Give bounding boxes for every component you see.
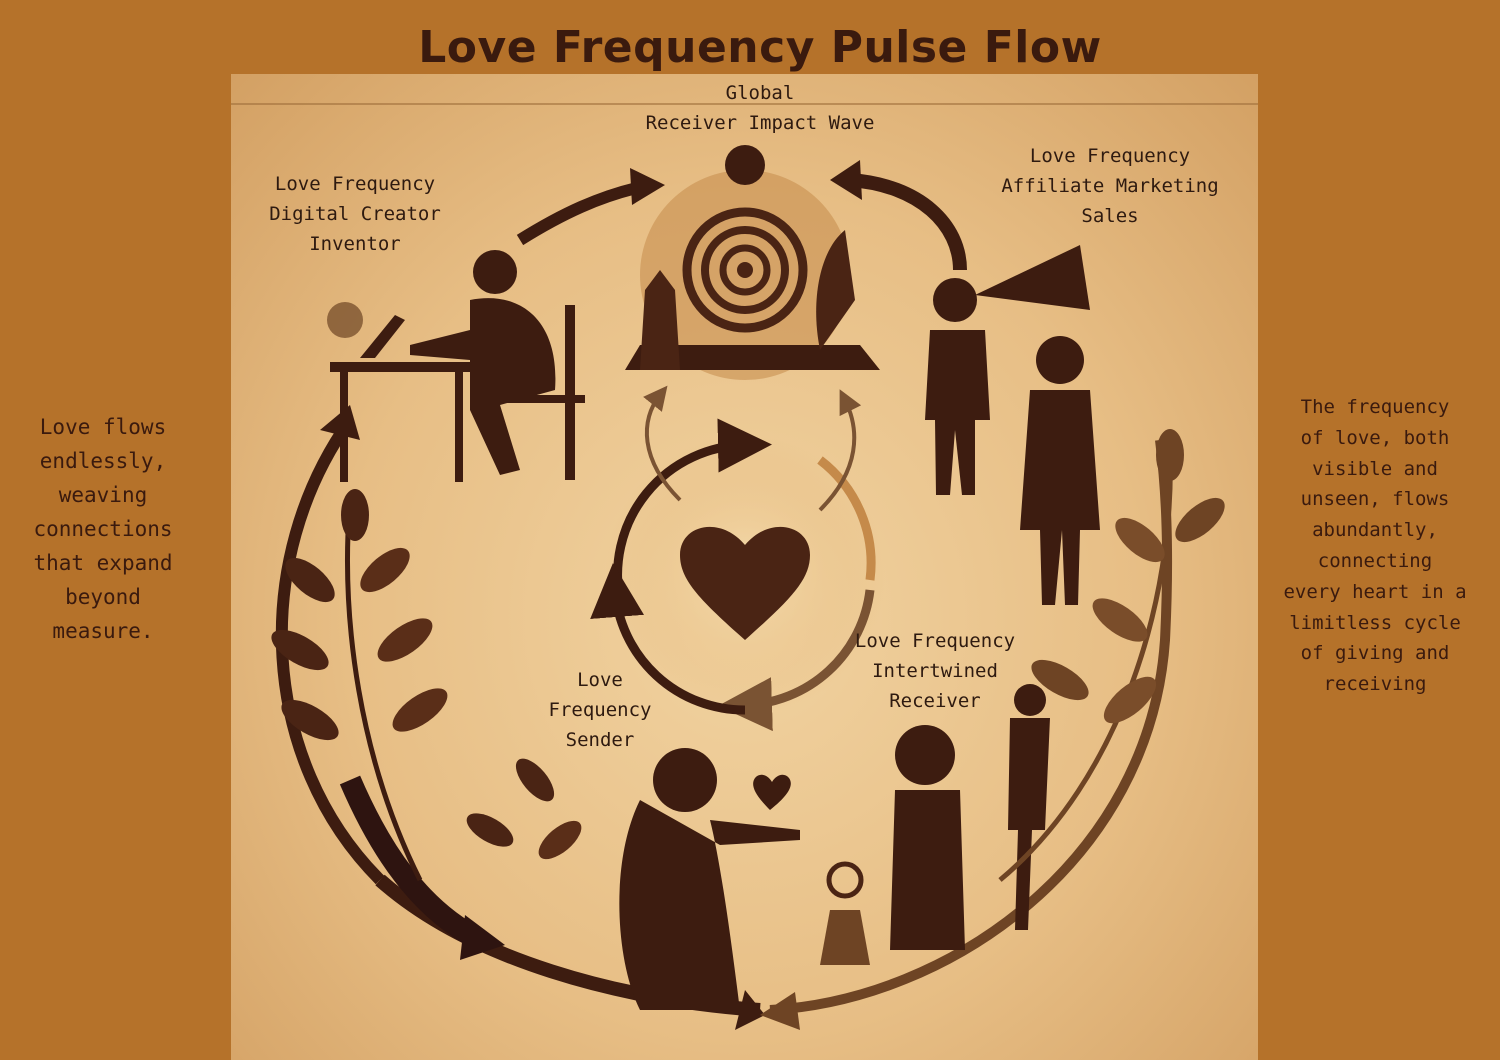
page-title: Love Frequency Pulse Flow	[418, 22, 1102, 73]
sender-figure	[619, 748, 800, 1010]
global-receiver-node	[625, 145, 880, 380]
outer-cycle-ring	[275, 160, 1173, 1030]
receiver-figures	[820, 684, 1050, 965]
digital-creator-figure	[327, 250, 585, 482]
label-global-receiver: Global Receiver Impact Wave	[645, 82, 875, 134]
leaf-vine-left	[271, 489, 582, 882]
label-sender: Love Frequency Sender	[548, 669, 652, 751]
leaf-vine-right	[998, 429, 1225, 882]
side-note-right: The frequency of love, both visible and …	[1283, 396, 1467, 696]
panel-divider	[231, 103, 1258, 105]
affiliate-figures	[925, 245, 1100, 605]
center-heart-cycle	[590, 385, 885, 732]
side-note-left: Love flows endlessly, weaving connection…	[33, 415, 173, 643]
label-digital-creator: Love Frequency Digital Creator Inventor	[269, 173, 441, 255]
label-intertwined-receiver: Love Frequency Intertwined Receiver	[854, 630, 1016, 712]
label-affiliate-marketing: Love Frequency Affiliate Marketing Sales	[1001, 145, 1219, 227]
